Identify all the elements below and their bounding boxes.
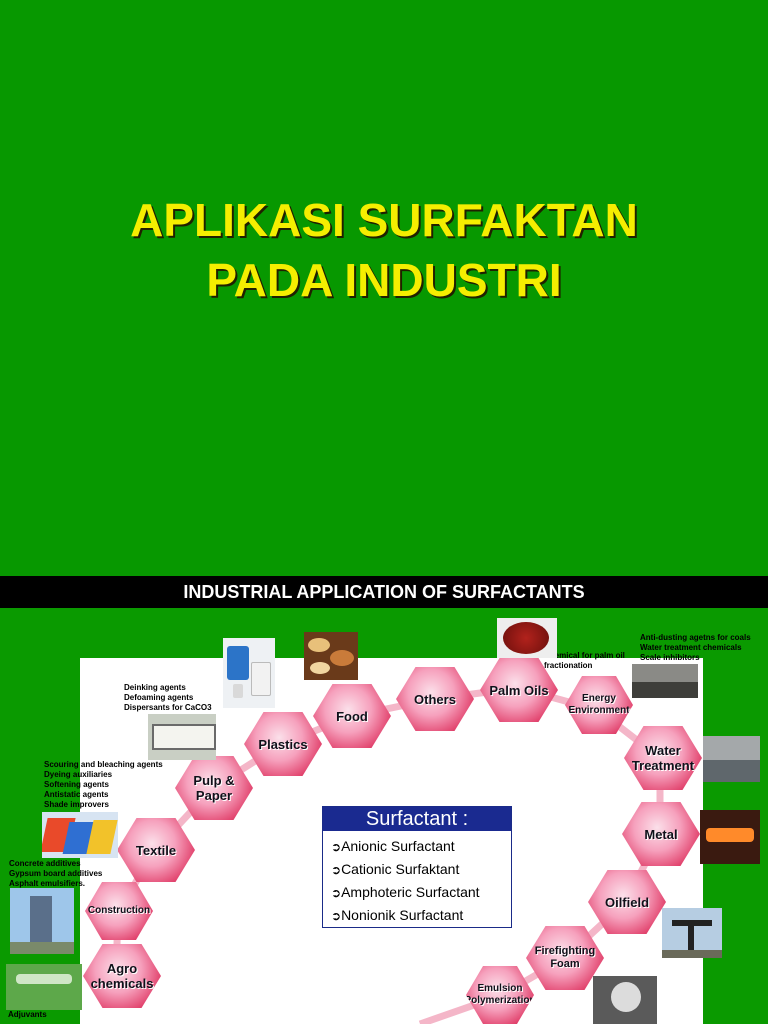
node-metal: Metal [622,802,700,866]
node-textile: Textile [117,818,195,882]
paper-mill-image [148,714,216,760]
arrow-icon: ➲ [331,886,342,900]
slide-header: INDUSTRIAL APPLICATION OF SURFACTANTS [0,576,768,608]
note-construction: Concrete additives Gypsum board additive… [9,859,103,888]
arrow-icon: ➲ [331,840,342,854]
node-palm-oils: Palm Oils [480,658,558,722]
arrow-icon: ➲ [331,863,342,877]
firefighting-image [593,976,657,1024]
slide-title: APLIKASI SURFAKTAN PADA INDUSTRI [0,190,768,310]
node-agro: Agro chemicals [83,944,161,1008]
node-water: Water Treatment [624,726,702,790]
arrow-icon: ➲ [331,909,342,923]
list-item: ➲Nonionik Surfactant [331,907,464,923]
surfactant-types-box: Surfactant : ➲Anionic Surfactant ➲Cation… [322,806,512,928]
title-slide: APLIKASI SURFAKTAN PADA INDUSTRI [0,190,768,310]
palm-fruit-image [497,618,557,658]
note-textile: Scouring and bleaching agents Dyeing aux… [44,760,163,809]
list-item: ➲Anionic Surfactant [331,838,455,854]
water-treatment-image [703,736,760,782]
surfactant-box-title: Surfactant : [323,807,511,831]
oilfield-image [662,908,722,958]
textile-image [42,812,118,858]
list-item: ➲Amphoteric Surfactant [331,884,480,900]
node-construction: Construction [85,882,153,940]
diagram-slide: INDUSTRIAL APPLICATION OF SURFACTANTS Fo… [0,576,768,1024]
agriculture-image [6,964,82,1010]
node-oilfield: Oilfield [588,870,666,934]
node-firefighting: Firefighting Foam [526,926,604,990]
plastic-containers-image [223,638,275,708]
construction-image [10,888,74,954]
metal-image [700,810,760,864]
coal-plant-image [632,664,698,698]
note-palm: Chemical for palm oil fractionation [544,651,625,670]
node-pulp-paper: Pulp & Paper [175,756,253,820]
surfactant-list: ➲Anionic Surfactant ➲Cationic Surfaktant… [331,835,511,927]
list-item: ➲Cationic Surfaktant [331,861,460,877]
node-food: Food [313,684,391,748]
note-energy: Anti-dusting agetns for coals Water trea… [640,633,751,662]
node-others: Others [396,667,474,731]
title-line-2: PADA INDUSTRI [206,254,562,306]
title-line-1: APLIKASI SURFAKTAN [130,194,638,246]
note-agro: Adjuvants [8,1010,47,1019]
food-image [304,632,358,680]
note-pulp: Deinking agents Defoaming agents Dispers… [124,683,212,712]
node-plastics: Plastics [244,712,322,776]
